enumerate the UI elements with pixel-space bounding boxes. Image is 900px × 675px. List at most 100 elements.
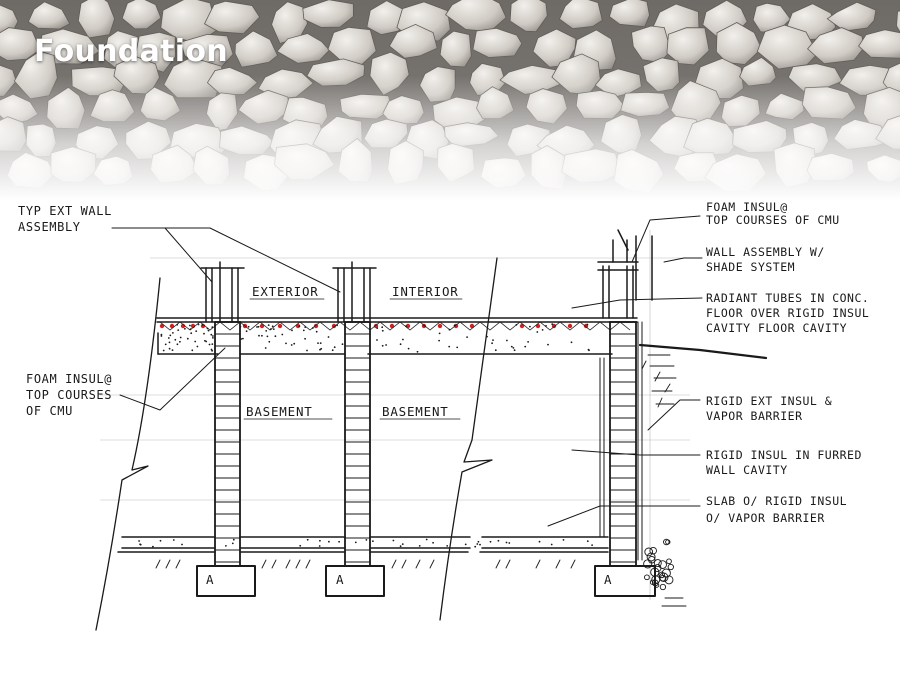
concrete-speckle	[271, 325, 274, 328]
note-foam-insul-line3: OF CMU	[26, 404, 73, 418]
room-label-basement-right: BASEMENT	[382, 404, 449, 419]
concrete-speckle	[425, 538, 428, 541]
concrete-speckle	[306, 349, 308, 352]
concrete-speckle	[189, 324, 191, 327]
footing-mark-3: A	[604, 572, 612, 587]
note-typ-ext-wall-line1: TYP EXT WALL	[18, 204, 112, 218]
concrete-speckle	[274, 335, 277, 338]
drain-gravel-stone	[664, 575, 674, 585]
room-label-interior: INTERIOR	[392, 284, 459, 299]
concrete-speckle	[225, 545, 227, 547]
concrete-speckle	[177, 329, 180, 331]
concrete-speckle	[505, 541, 508, 544]
concrete-speckle	[293, 342, 296, 345]
concrete-speckle	[176, 343, 179, 346]
concrete-speckle	[385, 344, 387, 346]
concrete-speckle	[179, 336, 182, 339]
radiant-tube-dot	[331, 323, 337, 329]
note-radiant-tubes-line1: RADIANT TUBES IN CONC.	[706, 291, 869, 305]
drain-gravel-stone	[658, 560, 667, 569]
concrete-speckle	[159, 539, 162, 542]
radiant-tube-dot	[277, 323, 283, 329]
concrete-speckle	[172, 539, 175, 541]
drain-gravel-stone	[644, 547, 654, 557]
room-label-basement-left: BASEMENT	[246, 404, 313, 419]
concrete-speckle	[304, 337, 306, 340]
concrete-speckle	[376, 339, 378, 341]
concrete-speckle	[290, 344, 293, 346]
concrete-speckle	[492, 339, 494, 341]
concrete-speckle	[257, 325, 260, 328]
concrete-speckle	[318, 545, 321, 547]
room-label-exterior: EXTERIOR	[252, 284, 319, 299]
concrete-speckle	[162, 349, 165, 352]
concrete-speckle	[210, 333, 213, 336]
concrete-speckle	[494, 349, 497, 352]
concrete-speckle	[529, 325, 531, 328]
concrete-speckle	[203, 332, 205, 335]
concrete-speckle	[341, 343, 344, 346]
concrete-speckle	[570, 341, 573, 344]
concrete-speckle	[562, 539, 565, 541]
concrete-speckle	[194, 340, 197, 343]
drain-gravel-stone	[649, 546, 657, 555]
concrete-speckle	[211, 349, 214, 352]
concrete-speckle	[299, 544, 302, 547]
concrete-speckle	[372, 540, 374, 543]
concrete-speckle	[515, 323, 518, 326]
concrete-speckle	[239, 325, 242, 328]
note-foam-insul-line1: FOAM INSUL@	[26, 372, 112, 386]
drain-gravel-stone	[643, 559, 653, 569]
concrete-speckle	[491, 342, 493, 345]
note-radiant-tubes-line2: FLOOR OVER RIGID INSUL	[706, 306, 869, 320]
concrete-speckle	[344, 324, 346, 327]
concrete-speckle	[302, 329, 305, 332]
concrete-speckle	[201, 323, 204, 326]
concrete-speckle	[541, 329, 544, 331]
concrete-speckle	[453, 324, 456, 327]
concrete-speckle	[524, 345, 527, 348]
drain-gravel-stone	[653, 582, 660, 588]
concrete-speckle	[197, 323, 200, 326]
concrete-speckle	[231, 542, 234, 545]
concrete-speckle	[586, 540, 589, 543]
note-foam-insul-top-line1: FOAM INSUL@	[706, 200, 788, 214]
concrete-speckle	[267, 324, 270, 326]
cmu-wall	[214, 321, 241, 567]
concrete-speckle	[327, 336, 330, 338]
note-rigid-ext-insul-line2: VAPOR BARRIER	[706, 409, 803, 423]
concrete-speckle	[281, 333, 284, 336]
concrete-speckle	[497, 539, 500, 542]
note-slab-line1: SLAB O/ RIGID INSUL	[706, 494, 847, 508]
concrete-speckle	[538, 540, 541, 543]
rigid-insul-cavity	[159, 321, 631, 331]
concrete-speckle	[232, 538, 235, 541]
drain-gravel-stone	[651, 579, 659, 587]
concrete-speckle	[510, 345, 513, 348]
drain-gravel-stone	[663, 538, 670, 546]
concrete-speckle	[265, 330, 268, 332]
concrete-speckle	[189, 328, 192, 330]
leader-lines	[111, 215, 703, 527]
concrete-speckle	[167, 337, 170, 339]
drain-gravel-stone	[658, 572, 669, 583]
break-lines	[95, 257, 498, 631]
concrete-speckle	[256, 326, 258, 328]
concrete-speckle	[258, 334, 260, 337]
concrete-speckle	[448, 328, 451, 331]
concrete-speckle	[401, 543, 404, 545]
radiant-tube-dot	[567, 323, 573, 329]
drain-gravel-stone	[658, 571, 665, 579]
upper-stud-walls	[200, 229, 653, 323]
gravel-banner	[0, 0, 900, 200]
concrete-speckle	[285, 342, 287, 345]
concrete-speckle	[392, 539, 395, 542]
concrete-speckle	[211, 326, 214, 329]
concrete-speckle	[319, 539, 321, 542]
radiant-tube-dot	[313, 323, 319, 329]
concrete-speckle	[242, 337, 244, 340]
concrete-speckle	[338, 540, 340, 543]
concrete-speckle	[245, 330, 248, 333]
concrete-speckle	[306, 538, 309, 541]
